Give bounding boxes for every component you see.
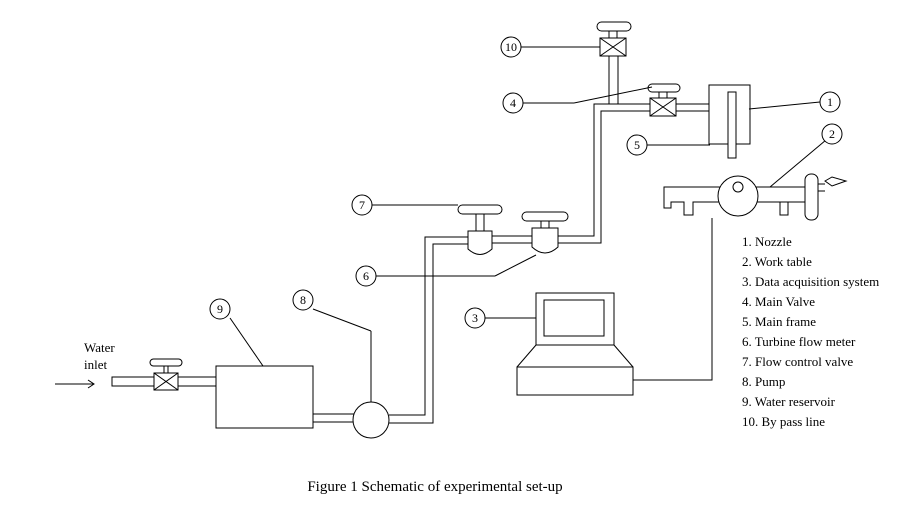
legend-item-flow-control-valve: 7. Flow control valve bbox=[742, 354, 853, 369]
figure-caption: Figure 1 Schematic of experimental set-u… bbox=[307, 479, 562, 495]
svg-text:10: 10 bbox=[505, 40, 517, 54]
callout-1: 1 bbox=[819, 91, 841, 113]
callout-3: 3 bbox=[464, 307, 486, 329]
callout-10: 10 bbox=[500, 36, 522, 58]
callout-7: 7 bbox=[351, 194, 373, 216]
water-reservoir bbox=[215, 365, 314, 429]
work-table bbox=[663, 173, 848, 221]
leader-4b bbox=[573, 86, 653, 104]
main-supply-pipe bbox=[558, 103, 650, 244]
legend-item-by-pass-line: 10. By pass line bbox=[742, 414, 825, 429]
legend-item-data-acquisition-system: 3. Data acquisition system bbox=[742, 274, 879, 289]
svg-text:7: 7 bbox=[359, 198, 365, 212]
svg-text:1: 1 bbox=[827, 95, 833, 109]
callout-8: 8 bbox=[292, 289, 314, 311]
callout-4: 4 bbox=[502, 92, 524, 114]
flow-control-valve-handwheel bbox=[457, 204, 503, 215]
pump bbox=[352, 401, 390, 439]
water-inlet-line2: inlet bbox=[84, 357, 107, 372]
legend-item-water-reservoir: 9. Water reservoir bbox=[742, 394, 836, 409]
nozzle bbox=[727, 91, 737, 159]
legend: 1. Nozzle 2. Work table 3. Data acquisit… bbox=[742, 234, 879, 429]
callout-6: 6 bbox=[355, 265, 377, 287]
legend-item-main-frame: 5. Main frame bbox=[742, 314, 816, 329]
svg-text:6: 6 bbox=[363, 269, 369, 283]
main-valve bbox=[647, 83, 681, 117]
work-table-hub-knob bbox=[732, 181, 744, 193]
callout-2: 2 bbox=[821, 123, 843, 145]
svg-text:3: 3 bbox=[472, 311, 478, 325]
inlet-valve-handwheel bbox=[149, 358, 183, 367]
turbine-flow-meter-cap bbox=[521, 211, 569, 222]
leader-8a bbox=[312, 308, 372, 332]
water-inlet-arrow bbox=[55, 379, 95, 389]
leader-6b bbox=[494, 254, 537, 277]
legend-item-pump: 8. Pump bbox=[742, 374, 785, 389]
work-table-handwheel bbox=[804, 173, 819, 221]
daq-base bbox=[516, 366, 634, 396]
daq-screen bbox=[543, 299, 605, 337]
water-inlet-label: Water inlet bbox=[84, 340, 115, 372]
legend-item-work-table: 2. Work table bbox=[742, 254, 812, 269]
bypass-valve bbox=[596, 21, 632, 57]
svg-text:2: 2 bbox=[829, 127, 835, 141]
leader-9 bbox=[229, 317, 264, 367]
legend-item-main-valve: 4. Main Valve bbox=[742, 294, 815, 309]
turbine-flow-meter bbox=[521, 211, 569, 254]
daq-signal-cable bbox=[633, 218, 713, 381]
svg-text:5: 5 bbox=[634, 138, 640, 152]
riser-pipe bbox=[389, 236, 468, 424]
work-table-hub bbox=[717, 175, 759, 217]
main-valve-handwheel bbox=[647, 83, 681, 93]
inlet-valve bbox=[149, 358, 183, 391]
bypass-line bbox=[608, 56, 619, 104]
svg-text:8: 8 bbox=[300, 293, 306, 307]
work-table-crank bbox=[824, 176, 848, 187]
leader-2 bbox=[769, 139, 827, 188]
legend-item-nozzle: 1. Nozzle bbox=[742, 234, 792, 249]
legend-item-turbine-flow-meter: 6. Turbine flow meter bbox=[742, 334, 856, 349]
callout-5: 5 bbox=[626, 134, 648, 156]
data-acquisition-system bbox=[516, 292, 634, 396]
svg-text:4: 4 bbox=[510, 96, 516, 110]
callout-9: 9 bbox=[209, 298, 231, 320]
svg-text:9: 9 bbox=[217, 302, 223, 316]
flow-control-valve bbox=[457, 204, 503, 255]
water-inlet-line1: Water bbox=[84, 340, 115, 355]
bypass-valve-handwheel bbox=[596, 21, 632, 32]
leader-1 bbox=[748, 101, 821, 110]
